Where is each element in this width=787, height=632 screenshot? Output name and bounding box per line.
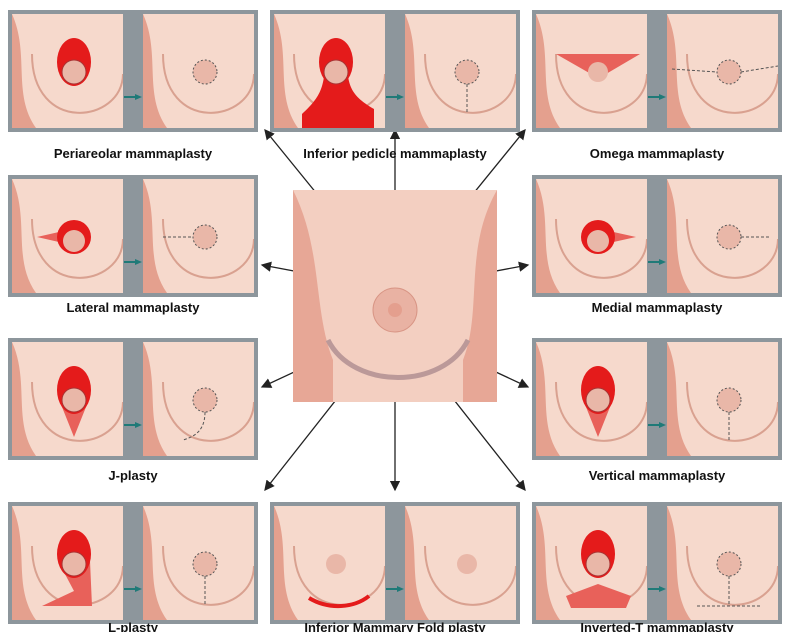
after-illustration <box>667 506 778 620</box>
technique-label: Inverted-T mammaplasty <box>580 620 734 632</box>
arrow-right-icon <box>124 259 142 265</box>
before-illustration <box>274 14 385 128</box>
after-illustration <box>143 342 254 456</box>
after-illustration <box>405 14 516 128</box>
technique-label: Omega mammaplasty <box>589 146 725 161</box>
technique-label: Periareolar mammaplasty <box>53 146 213 161</box>
center-breast-illustration <box>293 190 497 402</box>
after-illustration <box>667 14 778 128</box>
technique-label: Lateral mammaplasty <box>66 300 200 315</box>
arrow-right-icon <box>124 422 142 428</box>
after-illustration <box>143 179 254 293</box>
before-illustration <box>12 179 123 293</box>
panel-inferior <box>270 10 520 132</box>
panel-invt <box>532 502 782 624</box>
panel-medial <box>532 175 782 297</box>
after-illustration <box>667 342 778 456</box>
technique-label: Inferior pedicle mammaplasty <box>303 146 487 161</box>
technique-label: J-plasty <box>108 468 158 483</box>
arrow-right-icon <box>124 94 142 100</box>
before-illustration <box>536 506 647 620</box>
after-illustration <box>143 506 254 620</box>
before-illustration <box>12 14 123 128</box>
arrow-right-icon <box>386 94 404 100</box>
panel-vertical <box>532 338 782 460</box>
technique-label: L-plasty <box>108 620 158 632</box>
arrow-right-icon <box>648 259 666 265</box>
after-illustration <box>405 506 516 620</box>
before-illustration <box>536 179 647 293</box>
panel-fold <box>270 502 520 624</box>
before-illustration <box>274 506 385 620</box>
panel-lateral <box>8 175 258 297</box>
arrow-right-icon <box>386 586 404 592</box>
arrow-right-icon <box>124 586 142 592</box>
before-illustration <box>12 342 123 456</box>
panel-l <box>8 502 258 624</box>
panel-omega <box>532 10 782 132</box>
technique-label: Medial mammaplasty <box>591 300 723 315</box>
panel-j <box>8 338 258 460</box>
technique-label: Vertical mammaplasty <box>588 468 726 483</box>
arrow-right-icon <box>648 422 666 428</box>
after-illustration <box>143 14 254 128</box>
before-illustration <box>536 342 647 456</box>
technique-label: Inferior Mammary Fold plasty <box>304 620 486 632</box>
after-illustration <box>667 179 778 293</box>
before-illustration <box>12 506 123 620</box>
arrow-right-icon <box>648 94 666 100</box>
panel-periareolar <box>8 10 258 132</box>
arrow-right-icon <box>648 586 666 592</box>
before-illustration <box>536 14 647 128</box>
